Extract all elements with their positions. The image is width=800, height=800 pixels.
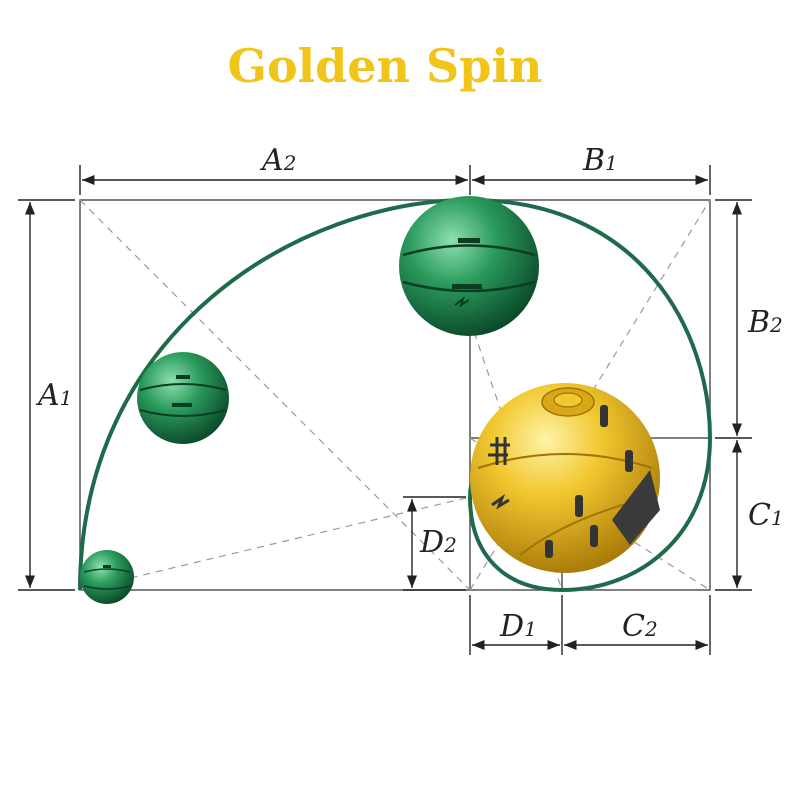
label-d2: D2 <box>419 525 457 560</box>
guide-diagonal-4 <box>469 437 711 591</box>
label-b2: B2 <box>747 305 783 340</box>
page-title: Golden Spin <box>228 39 543 93</box>
ball-small-green <box>80 550 134 604</box>
ball-gold <box>470 383 660 573</box>
ball-large-green <box>399 196 539 336</box>
dimension-lines <box>18 165 752 655</box>
label-c2: C2 <box>622 609 658 644</box>
label-a1: A1 <box>35 378 72 413</box>
outer-rectangle <box>79 199 711 591</box>
guide-diagonal-2 <box>79 496 471 591</box>
label-c1: C1 <box>748 498 784 533</box>
ball-medium-green <box>137 352 229 444</box>
guide-diagonal-1 <box>79 199 471 591</box>
golden-spiral <box>78 197 713 593</box>
guide-diagonal-3 <box>469 199 711 591</box>
label-a2: A2 <box>259 143 296 178</box>
label-d1: D1 <box>499 609 537 644</box>
label-b1: B1 <box>582 143 618 178</box>
